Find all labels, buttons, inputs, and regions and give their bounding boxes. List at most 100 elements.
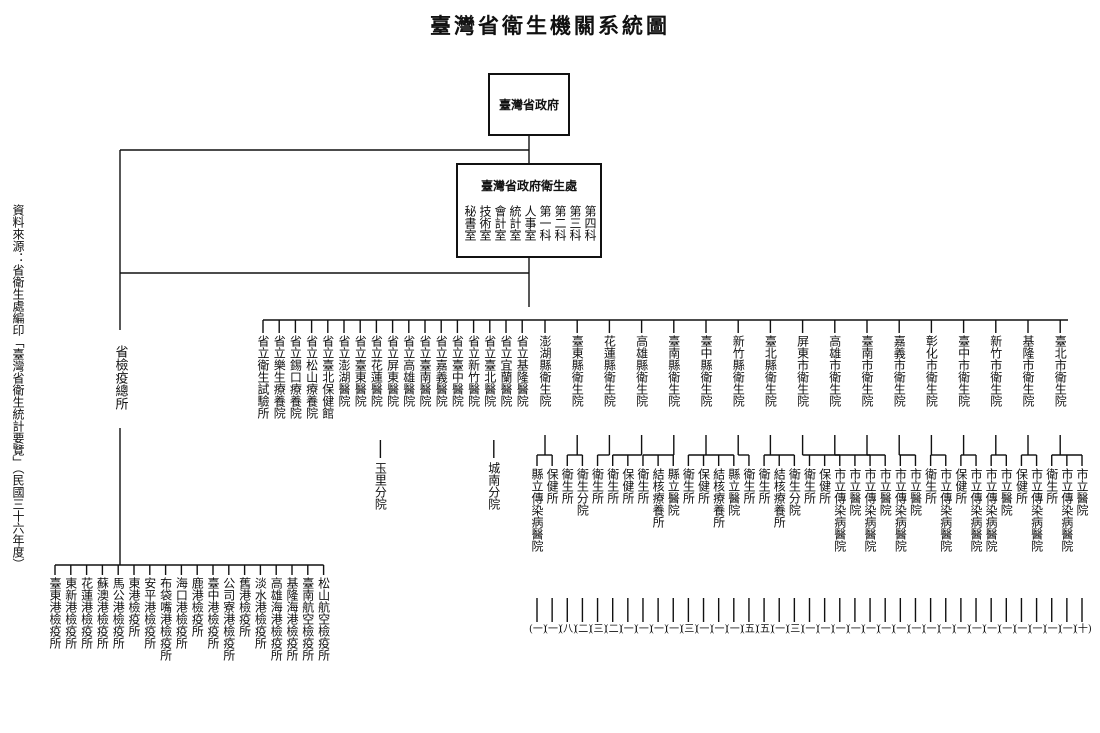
facility-count: (一)	[725, 624, 744, 635]
local-health-office: 嘉義市衛生院	[892, 335, 907, 407]
provincial-institution: 省立樂生療養院	[272, 335, 287, 419]
quarantine-station: 高雄海港檢疫所	[269, 577, 284, 661]
sub-facility: 衛生所	[923, 468, 938, 504]
sub-facility: 保健所	[953, 468, 968, 504]
sub-facility: 市立醫院	[878, 468, 893, 516]
chart-title: 臺灣省衛生機關系統圖	[430, 13, 670, 38]
sub-facility: 市立醫院	[999, 468, 1014, 516]
provincial-institution: 省立屏東醫院	[385, 335, 400, 407]
provincial-institution: 省立嘉義醫院	[434, 335, 449, 407]
health-department-box: 臺灣省政府衛生處 秘書室技術室會計室統計室人事室第一科第二科第三科第四科	[456, 163, 602, 258]
facility-count: (一)	[529, 624, 547, 635]
local-health-office: 花蓮縣衛生院	[602, 335, 617, 407]
sub-facility: 保健所	[545, 468, 560, 504]
sub-facility: 結核療養所	[651, 468, 666, 528]
facility-count: (一)	[544, 624, 562, 635]
local-health-office: 臺東縣衛生院	[570, 335, 585, 407]
facility-count: (一)	[968, 624, 986, 635]
local-health-office: 基隆市衛生院	[1021, 335, 1035, 407]
provincial-institution: 省立臺東醫院	[353, 335, 368, 407]
local-health-office: 臺南市衛生院	[860, 335, 874, 407]
quarantine-station: 安平港檢疫所	[142, 577, 157, 649]
facility-count: (一)	[862, 624, 880, 635]
department-unit: 技術室	[478, 205, 492, 241]
provincial-institution: 省立新竹醫院	[466, 335, 481, 407]
local-health-office: 臺中市衛生院	[956, 335, 971, 407]
sub-facility: 保健所	[696, 468, 711, 504]
sub-facility: 市立傳染病醫院	[863, 468, 878, 552]
source-note: 資料來源：省衛生處編印「臺灣省衛生統計要覽」（民國三十六年度）	[11, 204, 25, 570]
quarantine-station: 淡水港檢疫所	[253, 577, 268, 649]
quarantine-station: 公司寮港檢疫所	[221, 577, 236, 661]
sub-facility: 市立傳染病醫院	[1029, 468, 1044, 552]
provincial-institution: 省立衛生試驗所	[256, 335, 270, 419]
sub-facility: 市立傳染病醫院	[984, 468, 999, 552]
sub-facility: 市立傳染病醫院	[969, 468, 984, 552]
facility-count: (二)	[574, 624, 593, 635]
quarantine-station: 臺南航空檢疫所	[300, 577, 315, 661]
facility-count: (一)	[922, 624, 941, 635]
sub-facility: 衛生分院	[575, 468, 590, 516]
local-health-office: 澎湖縣衛生院	[538, 335, 552, 407]
health-department-label: 臺灣省政府衛生處	[480, 179, 577, 193]
quarantine-station: 東港檢疫所	[127, 577, 141, 637]
provincial-institution: 省立臺北保健館	[320, 335, 335, 419]
local-health-office: 臺北縣衛生院	[763, 335, 778, 407]
local-health-office: 彰化市衛生院	[924, 335, 939, 407]
quarantine-station: 松山航空檢疫所	[316, 577, 331, 661]
facility-count: (一)	[1028, 624, 1047, 635]
quarantine-station: 蘇澳港檢疫所	[95, 577, 110, 649]
sub-facility: 縣立醫院	[726, 468, 741, 516]
local-health-office: 高雄市衛生院	[827, 335, 842, 407]
sub-facility: 衛生分院	[787, 468, 802, 516]
facility-count: (一)	[695, 624, 714, 635]
quarantine-station: 舊港檢疫所	[237, 577, 252, 637]
sub-facility: 衛生所	[590, 468, 605, 504]
sub-facility: 衛生所	[741, 468, 756, 504]
provincial-institution: 省立臺南醫院	[418, 335, 432, 407]
facility-count: (五)	[756, 624, 774, 635]
facility-count: (一)	[634, 624, 653, 635]
department-unit: 第二科	[553, 205, 567, 241]
sub-facility: 衛生所	[560, 468, 575, 504]
sub-facility: 市立傳染病醫院	[1059, 468, 1074, 552]
facility-count: (五)	[740, 624, 759, 635]
facility-count: (三)	[786, 624, 805, 635]
facility-count: (一)	[998, 624, 1017, 635]
sub-facility: 保健所	[817, 468, 832, 504]
sub-facility: 衛生所	[1044, 468, 1059, 504]
provincial-institution: 省立松山療養院	[304, 335, 319, 419]
local-health-office: 臺中縣衛生院	[699, 335, 713, 407]
sub-facility: 衛生所	[681, 468, 696, 504]
provincial-institution: 省立花蓮醫院	[369, 335, 384, 407]
provincial-institution: 省立宜蘭醫院	[499, 335, 513, 407]
facility-count: (一)	[831, 624, 850, 635]
sub-facility: 市立傳染病醫院	[893, 468, 908, 552]
local-health-office: 屏東市衛生院	[795, 335, 810, 407]
facility-count: (八)	[559, 624, 578, 635]
sub-facility: 縣立醫院	[666, 468, 681, 516]
facility-count: (一)	[710, 624, 729, 635]
sub-facility: 市立醫院	[847, 468, 862, 516]
facility-count: (一)	[619, 624, 638, 635]
sub-facility: 保健所	[1014, 468, 1029, 504]
sub-facility: 市立醫院	[908, 468, 923, 516]
department-unit: 人事室	[523, 205, 537, 241]
facility-count: (一)	[907, 624, 926, 635]
quarantine-station: 臺中港檢疫所	[206, 577, 220, 649]
facility-count: (一)	[816, 624, 835, 635]
local-health-office: 臺南縣衛生院	[666, 335, 681, 407]
department-unit: 統計室	[508, 205, 522, 241]
provincial-institution: 省立基隆醫院	[515, 335, 530, 407]
department-unit: 秘書室	[463, 205, 477, 241]
facility-count: (一)	[877, 624, 895, 635]
facility-count: (一)	[983, 624, 1001, 635]
department-unit: 第一科	[538, 205, 552, 241]
provincial-institution: 省立臺北醫院	[482, 335, 497, 407]
provincial-institution: 省立錫口療養院	[288, 335, 303, 419]
provincial-institution: 省立澎湖醫院	[337, 335, 351, 407]
quarantine-station: 基隆海港檢疫所	[285, 577, 299, 661]
local-health-office: 新竹縣衛生院	[731, 335, 746, 407]
local-health-office: 高雄縣衛生院	[634, 335, 649, 407]
